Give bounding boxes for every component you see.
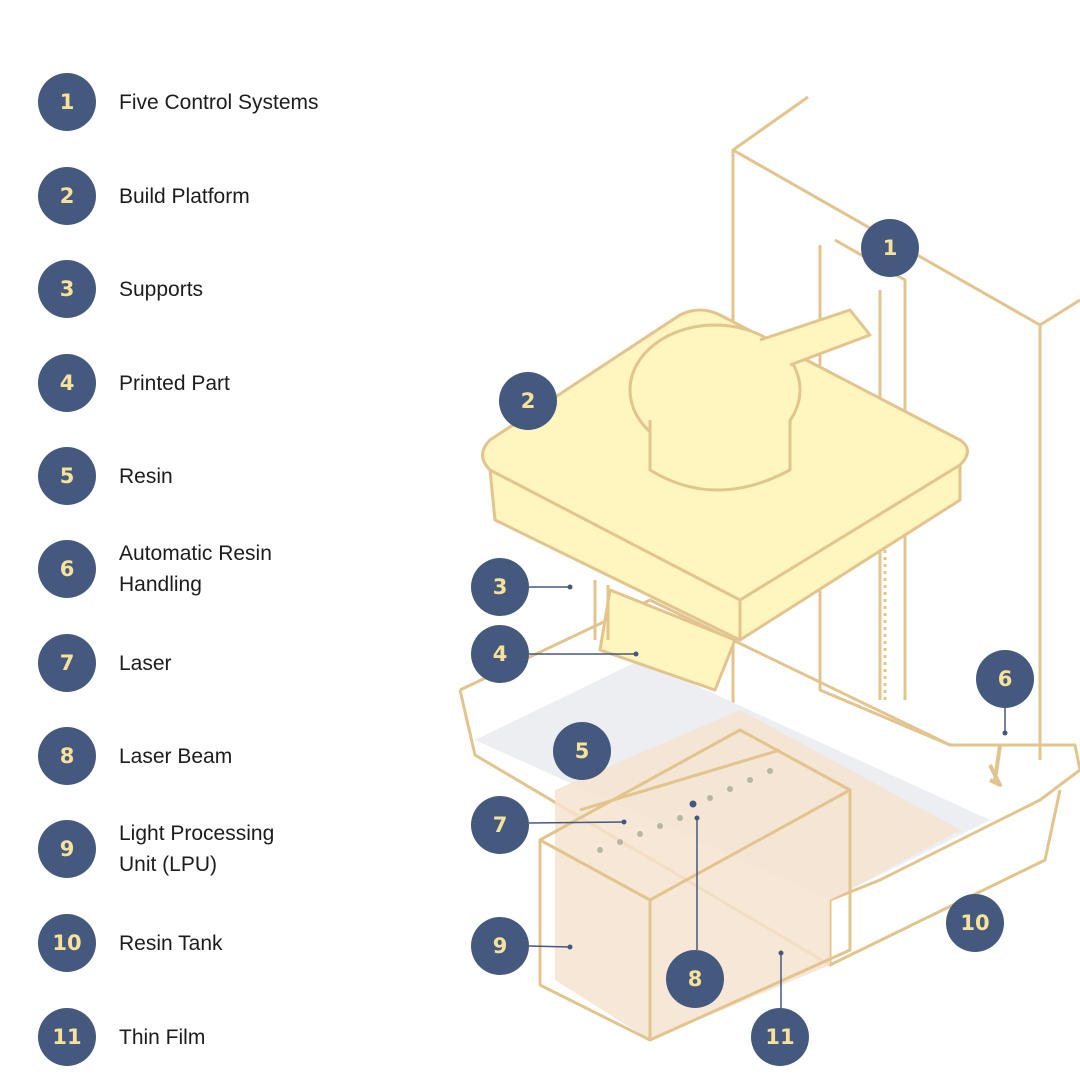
legend-label: Light Processing Unit (LPU) [119,822,275,876]
legend-label: Laser [119,651,172,675]
number-badge: 5 [38,447,96,505]
callout-build-platform: 2 [499,372,557,430]
legend-label: Resin [119,464,173,488]
lpu-glow [555,710,960,1040]
legend-label: Build Platform [119,184,250,208]
printer-housing [731,95,1080,760]
legend-label: Resin Tank [119,931,223,955]
laser-beam-dots [597,768,773,853]
number-badge: 11 [38,1008,96,1066]
callout-thin-film: 11 [751,1008,809,1066]
number-badge: 7 [38,634,96,692]
callout-control-systems: 1 [861,219,919,277]
number-badge: 4 [38,354,96,412]
number-badge: 2 [38,167,96,225]
callout-printed-part: 4 [471,625,529,683]
callout-resin-tank: 10 [946,894,1004,952]
number-badge: 1 [38,73,96,131]
number-badge: 9 [38,820,96,878]
legend-item: 5 Resin [38,446,379,506]
callout-resin-handling: 6 [976,650,1034,708]
legend-label: Printed Part [119,371,230,395]
legend-label: Five Control Systems [119,90,319,114]
resin-handling-arrow [988,744,1002,787]
legend-item: 6 Automatic Resin Handling [38,539,379,599]
light-processing-unit [538,728,852,1042]
number-badge: 3 [38,260,96,318]
number-badge: 6 [38,540,96,598]
number-badge: 8 [38,727,96,785]
legend-item: 3 Supports [38,259,379,319]
legend-label: Laser Beam [119,744,233,768]
legend-item: 1 Five Control Systems [38,72,379,132]
legend-item: 8 Laser Beam [38,726,379,786]
legend-item: 10 Resin Tank [38,913,379,973]
legend-label: Thin Film [119,1025,206,1049]
legend-item: 11 Thin Film [38,1007,379,1067]
number-badge: 10 [38,914,96,972]
callout-supports: 3 [471,558,529,616]
supports [593,580,610,640]
leader-lines [528,586,1006,1008]
legend-label: Automatic Resin Handling [119,542,272,596]
legend-item: 2 Build Platform [38,166,379,226]
callout-lpu: 9 [471,917,529,975]
callout-resin: 5 [553,722,611,780]
printed-part [598,588,737,692]
legend-label: Supports [119,277,204,301]
callout-laser: 7 [471,796,529,854]
callout-laser-beam: 8 [666,950,724,1008]
legend-item: 9 Light Processing Unit (LPU) [38,819,379,879]
legend-item: 7 Laser [38,633,379,693]
legend-item: 4 Printed Part [38,353,379,413]
